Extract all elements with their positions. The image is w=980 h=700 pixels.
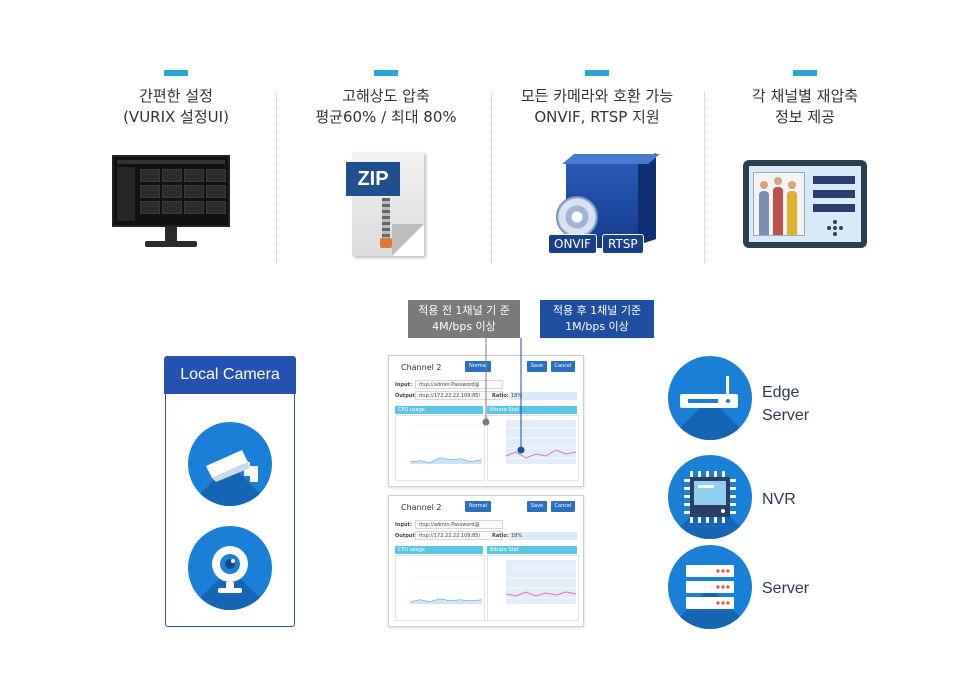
bitrate-stat-header: Bitrate Stat	[487, 406, 577, 414]
cancel-button[interactable]: Cancel	[551, 361, 575, 372]
divider	[491, 92, 492, 264]
input-field[interactable]	[415, 520, 503, 529]
device-label-line1: Server	[762, 580, 810, 597]
feature-channel-info: 각 채널별 재압축 정보 제공	[695, 70, 915, 128]
cancel-button[interactable]: Cancel	[551, 501, 575, 512]
feature-subtitle: 정보 제공	[775, 108, 835, 126]
device-label-line1: Edge	[762, 384, 800, 401]
zip-file-icon: ZIP	[346, 152, 424, 256]
output-field[interactable]	[415, 391, 503, 400]
chip-icon	[668, 455, 752, 539]
input-value: rtsp://admin:Password@	[419, 522, 480, 528]
after-tag-line2: 1M/bps 이상	[565, 320, 629, 333]
local-camera-title: Local Camera	[164, 356, 296, 394]
ratio-label: Ratio:	[492, 393, 509, 399]
output-value: rtsp://172.22.22.109:85/	[419, 533, 481, 539]
feature-title: 각 채널별 재압축	[751, 87, 859, 105]
input-field[interactable]	[415, 380, 503, 389]
feature-subtitle: 평균60% / 최대 80%	[315, 108, 457, 126]
input-value: rtsp://admin:Password@	[419, 382, 480, 388]
input-label: Input:	[395, 522, 412, 528]
divider	[276, 92, 277, 264]
before-tag: 적용 전 1채널 기 준 4M/bps 이상	[408, 300, 520, 338]
output-label: Output:	[395, 533, 417, 539]
cpu-usage-header: CPU usage	[395, 406, 483, 414]
device-label-nvr: NVR	[762, 488, 796, 511]
after-tag: 적용 후 1채널 기준 1M/bps 이상	[540, 300, 654, 338]
cpu-usage-chart	[395, 555, 485, 621]
before-tag-line2: 4M/bps 이상	[432, 320, 496, 333]
channel-title: Channel 2	[401, 363, 442, 372]
onvif-tag: ONVIF	[548, 234, 598, 254]
normal-button[interactable]: Normal	[465, 501, 491, 512]
after-tag-line1: 적용 후 1채널 기준	[552, 304, 642, 317]
channel-panel: Channel 2 Normal Save Cancel Input: rtsp…	[388, 355, 584, 487]
feature-subtitle: ONVIF, RTSP 지원	[534, 108, 660, 126]
save-button[interactable]: Save	[527, 361, 547, 372]
accent-bar	[374, 70, 398, 76]
software-box-icon: ONVIF RTSP	[548, 150, 664, 254]
tag-connectors	[482, 338, 525, 454]
ratio-value: 18%	[509, 532, 577, 540]
device-label-server: Server	[762, 577, 809, 600]
cctv-camera-icon	[188, 422, 272, 506]
zip-label: ZIP	[346, 162, 400, 196]
output-field[interactable]	[415, 531, 503, 540]
accent-bar	[585, 70, 609, 76]
channel-title: Channel 2	[401, 503, 442, 512]
webcam-icon	[188, 526, 272, 610]
bitrate-stat-header: Bitrate Stat	[487, 546, 577, 554]
divider	[704, 92, 705, 264]
accent-bar	[793, 70, 817, 76]
cpu-usage-chart	[395, 415, 485, 481]
device-label-line2: Server	[762, 407, 810, 424]
ratio-value: 18%	[509, 392, 577, 400]
feature-title: 간편한 설정	[139, 87, 213, 105]
accent-bar	[164, 70, 188, 76]
ratio-label: Ratio:	[492, 533, 509, 539]
device-label-line1: NVR	[762, 491, 796, 508]
input-label: Input:	[395, 382, 412, 388]
disc-icon	[556, 196, 598, 238]
feature-title: 고해상도 압축	[342, 87, 430, 105]
bitrate-chart	[487, 555, 579, 621]
before-tag-line1: 적용 전 1채널 기 준	[418, 304, 510, 317]
feature-easy-setup: 간편한 설정 (VURIX 설정UI)	[66, 70, 286, 128]
feature-subtitle: (VURIX 설정UI)	[123, 108, 229, 126]
bitrate-chart	[487, 415, 579, 481]
monitor-icon	[112, 155, 230, 249]
normal-button[interactable]: Normal	[465, 361, 491, 372]
tablet-icon	[743, 160, 867, 248]
feature-compression: 고해상도 압축 평균60% / 최대 80%	[276, 70, 496, 128]
channel-panel: Channel 2 Normal Save Cancel Input: rtsp…	[388, 495, 584, 627]
save-button[interactable]: Save	[527, 501, 547, 512]
feature-title: 모든 카메라와 호환 가능	[520, 87, 674, 105]
feature-compatibility: 모든 카메라와 호환 가능 ONVIF, RTSP 지원	[487, 70, 707, 128]
output-value: rtsp://172.22.22.109:85/	[419, 393, 481, 399]
router-icon	[668, 356, 752, 440]
device-label-edge-server: Edge Server	[762, 381, 809, 427]
server-rack-icon	[668, 545, 752, 629]
rtsp-tag: RTSP	[602, 234, 644, 254]
output-label: Output:	[395, 393, 417, 399]
cpu-usage-header: CPU usage	[395, 546, 483, 554]
